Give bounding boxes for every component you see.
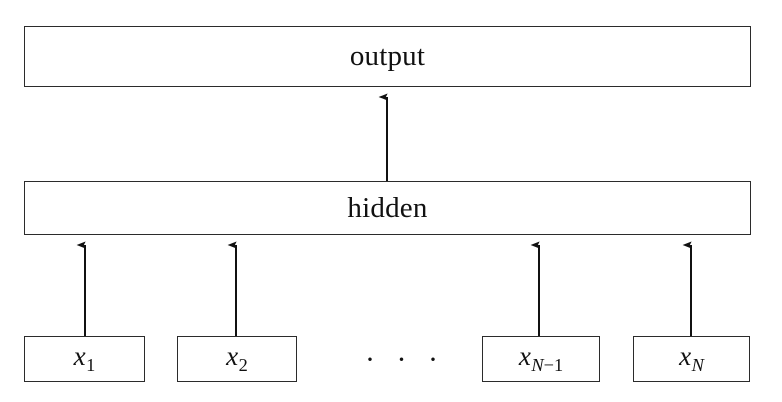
input-variable-base: x xyxy=(679,341,692,372)
input-variable-subscript: N−1 xyxy=(531,355,564,376)
input-variable-subscript: 2 xyxy=(238,355,248,376)
output-layer-box[interactable]: output xyxy=(24,26,751,87)
input-variable-base: x xyxy=(518,341,531,372)
input-ellipsis: · · · xyxy=(365,343,445,376)
input-node-label: x2 xyxy=(226,341,248,376)
input-variable-subscript: N xyxy=(691,355,704,376)
output-layer-label: output xyxy=(349,40,426,72)
input-node-label: xN−1 xyxy=(518,341,564,376)
hidden-layer-box[interactable]: hidden xyxy=(24,181,751,235)
input-node-x1[interactable]: x1 xyxy=(24,336,145,382)
input-node-xN[interactable]: xN xyxy=(633,336,750,382)
input-node-x2[interactable]: x2 xyxy=(177,336,297,382)
input-variable-subscript: 1 xyxy=(86,355,96,376)
input-node-xN-1[interactable]: xN−1 xyxy=(482,336,600,382)
input-node-label: xN xyxy=(679,341,704,376)
input-variable-base: x xyxy=(226,341,239,372)
hidden-layer-label: hidden xyxy=(347,191,428,224)
input-variable-base: x xyxy=(73,341,86,372)
input-node-label: x1 xyxy=(73,341,96,376)
